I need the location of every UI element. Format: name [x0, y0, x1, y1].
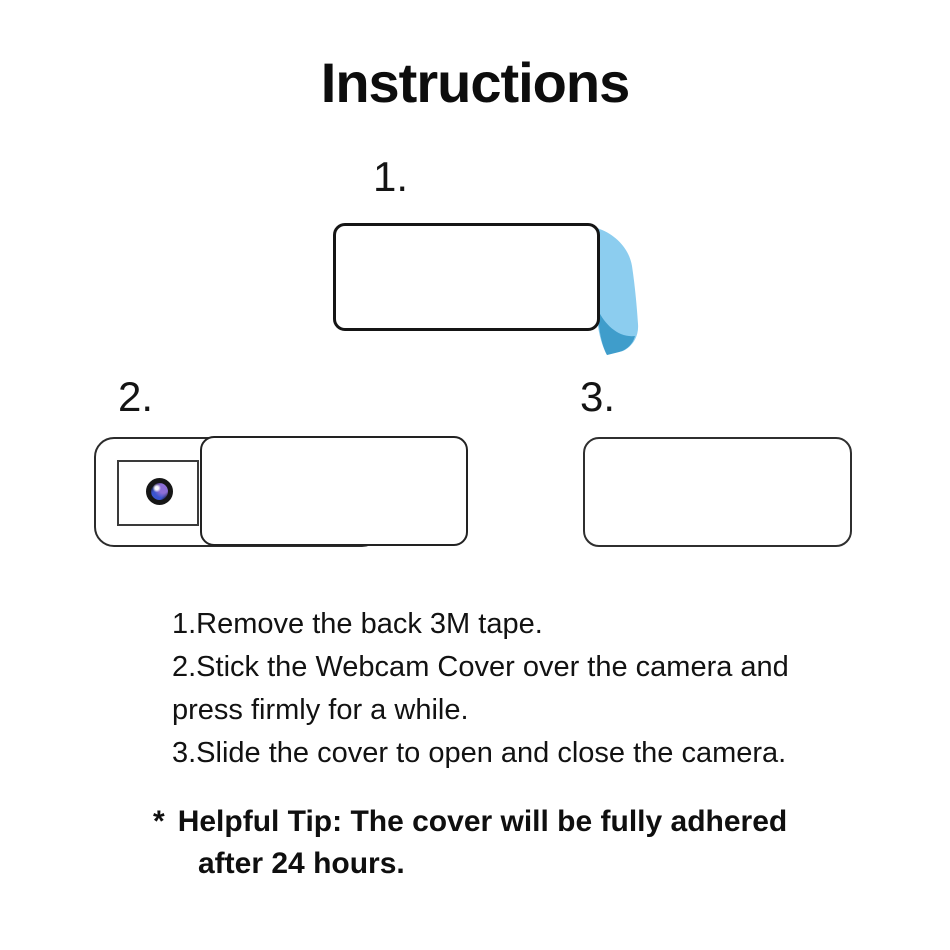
camera-lens-icon — [146, 478, 173, 505]
asterisk-bullet: * — [153, 805, 165, 838]
helpful-tip-line-2: after 24 hours. — [198, 847, 405, 880]
step-2-slider-open — [200, 436, 468, 546]
instruction-line-4: 3.Slide the cover to open and close the … — [172, 737, 787, 769]
instruction-line-2: 2.Stick the Webcam Cover over the camera… — [172, 651, 789, 683]
helpful-tip-line-1: * Helpful Tip: The cover will be fully a… — [153, 801, 787, 843]
tape-front-face — [597, 228, 639, 355]
page-title: Instructions — [320, 51, 630, 114]
instruction-list: 1.Remove the back 3M tape. 2.Stick the W… — [172, 603, 789, 775]
step-3-cover-closed — [583, 437, 852, 547]
tape-peel-icon — [597, 228, 639, 355]
instruction-line-1: 1.Remove the back 3M tape. — [172, 608, 543, 640]
step-2-number: 2. — [118, 373, 154, 420]
step-1-number: 1. — [373, 153, 409, 200]
tape-curl-underside — [598, 310, 635, 355]
step-3-number: 3. — [580, 373, 616, 420]
instruction-line-3: press firmly for a while. — [172, 694, 469, 726]
helpful-tip-text: Helpful Tip: The cover will be fully adh… — [177, 805, 788, 838]
helpful-tip: * Helpful Tip: The cover will be fully a… — [153, 801, 787, 885]
step-1-cover-back — [333, 223, 600, 331]
